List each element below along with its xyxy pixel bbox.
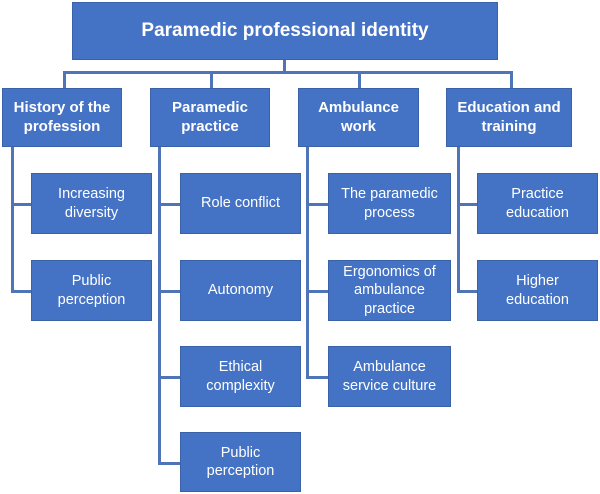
child-node-higher-education: Higher education: [477, 260, 598, 321]
connector-cat-1-up: [63, 71, 66, 89]
connector-root-bar: [63, 71, 513, 74]
connector-cat-2-child-3: [158, 376, 180, 379]
connector-cat-3-child-2: [306, 290, 328, 293]
child-node-public-perception-practice: Public perception: [180, 432, 301, 492]
connector-cat-2-child-4: [158, 462, 180, 465]
connector-cat-4-spine: [457, 147, 460, 293]
child-node-increasing-diversity: Increasing diversity: [31, 173, 152, 234]
child-node-public-perception-history: Public perception: [31, 260, 152, 321]
connector-cat-2-up: [210, 71, 213, 89]
connector-cat-4-up: [510, 71, 513, 89]
child-node-ethical-complexity: Ethical complexity: [180, 346, 301, 407]
category-node-education: Education and training: [446, 88, 572, 147]
connector-cat-2-child-1: [158, 203, 180, 206]
connector-cat-2-spine: [158, 147, 161, 465]
connector-cat-3-up: [358, 71, 361, 89]
connector-cat-4-child-1: [457, 203, 477, 206]
connector-root-down: [283, 59, 286, 72]
category-node-ambulance-work: Ambulance work: [298, 88, 419, 147]
connector-cat-2-child-2: [158, 290, 180, 293]
connector-cat-1-child-1: [11, 203, 31, 206]
connector-cat-3-child-1: [306, 203, 328, 206]
connector-cat-3-child-3: [306, 376, 328, 379]
child-node-paramedic-process: The paramedic process: [328, 173, 451, 234]
child-node-ergonomics: Ergonomics of ambulance practice: [328, 260, 451, 321]
connector-cat-1-child-2: [11, 290, 31, 293]
child-node-autonomy: Autonomy: [180, 260, 301, 321]
category-node-paramedic-practice: Paramedic practice: [150, 88, 270, 147]
child-node-practice-education: Practice education: [477, 173, 598, 234]
child-node-service-culture: Ambulance service culture: [328, 346, 451, 407]
connector-cat-4-child-2: [457, 290, 477, 293]
root-node: Paramedic professional identity: [72, 2, 498, 60]
connector-cat-3-spine: [306, 147, 309, 379]
connector-cat-1-spine: [11, 147, 14, 293]
category-node-history: History of the profession: [2, 88, 122, 147]
child-node-role-conflict: Role conflict: [180, 173, 301, 234]
